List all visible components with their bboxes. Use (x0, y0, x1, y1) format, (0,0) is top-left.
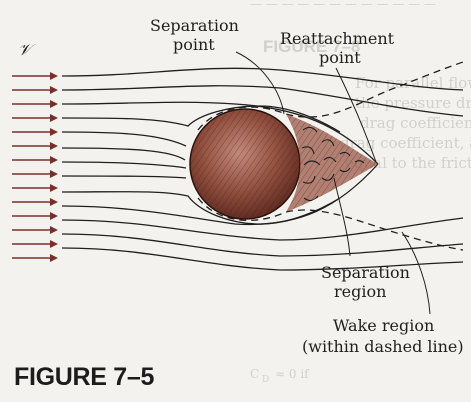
label-wake-region-line-1: Wake region (333, 316, 434, 335)
eddy-8 (321, 173, 335, 181)
streamline-7 (61, 161, 187, 169)
flow-arrow-icon-1 (50, 72, 58, 80)
streamline-13 (61, 247, 464, 271)
svg-text:D: D (262, 375, 269, 385)
free-stream-arrows (12, 72, 58, 262)
streamline-8 (61, 175, 187, 179)
eddy-5 (303, 195, 319, 202)
labels: Separation point Reattachment point Sepa… (150, 16, 464, 356)
flow-arrow-icon-3 (50, 100, 58, 108)
flow-arrow-icon-13 (50, 240, 58, 248)
streamline-1 (61, 67, 464, 91)
wake-hatch (286, 114, 378, 212)
svg-text:≈ 0 if: ≈ 0 if (275, 367, 310, 381)
bleed-through-text: FIGURE 7–8 For parallel flow over a flat… (250, 0, 471, 385)
leader-separation-region (333, 177, 351, 257)
svg-text:— — — — — — — — — — — —: — — — — — — — — — — — — (250, 0, 436, 11)
label-separation-region-line-1: Separation (321, 263, 410, 282)
svg-text:FIGURE 7–8: FIGURE 7–8 (263, 37, 360, 56)
streamline-12 (61, 233, 464, 257)
leader-separation-point (235, 51, 285, 115)
streamline-9 (61, 191, 341, 225)
flow-arrow-icon-5 (50, 128, 58, 136)
cylinder-hatch (190, 109, 300, 219)
flow-arrow-icon-10 (50, 198, 58, 206)
label-separation-line-2: point (173, 35, 215, 54)
streamline-5 (61, 131, 187, 147)
flow-arrow-icon-11 (50, 212, 58, 220)
eddy-10 (339, 167, 351, 173)
svg-text:For parallel flow over a flat: For parallel flow over a flat plate (355, 74, 471, 92)
wake-boundary (197, 61, 464, 251)
flow-arrow-icon-2 (50, 86, 58, 94)
svg-text:drag coefficient is equal to t: drag coefficient is equal to the frictio… (360, 114, 471, 132)
streamline-2 (61, 85, 464, 117)
wake-boundary-lower (197, 197, 464, 251)
eddy-7 (323, 156, 337, 163)
flow-arrow-icon-9 (50, 184, 58, 192)
wake-boundary-upper (197, 61, 464, 131)
label-separation-line-1: Separation (150, 16, 239, 35)
flow-arrow-icon-14 (50, 254, 58, 262)
streamlines (61, 67, 464, 271)
label-reattachment-line-2: point (319, 48, 361, 67)
streamline-10 (61, 163, 379, 226)
label-wake-region-line-2: (within dashed line) (302, 337, 464, 356)
leader-wake-region (401, 231, 431, 315)
streamline-4 (61, 105, 341, 133)
leader-lines (235, 51, 431, 315)
flow-arrow-icon-7 (50, 156, 58, 164)
flow-arrow-icon-12 (50, 226, 58, 234)
flow-arrow-icon-6 (50, 142, 58, 150)
svg-text:C: C (250, 367, 259, 381)
label-separation-region-line-2: region (334, 282, 386, 301)
streamline-6 (61, 147, 186, 161)
svg-text:the pressure drag is zero, and: the pressure drag is zero, and thus the (355, 94, 471, 112)
eddy-11 (354, 160, 365, 164)
eddy-6 (321, 139, 335, 147)
eddy-2 (301, 146, 315, 155)
flow-arrow-icon-4 (50, 114, 58, 122)
eddy-9 (339, 151, 351, 157)
streamline-11 (61, 217, 464, 241)
eddy-3 (303, 160, 321, 166)
leader-reattachment-point (335, 67, 377, 163)
svg-text:drag coefficient, and the drag: drag coefficient, and the drag force is (340, 134, 471, 152)
cylinder (189, 108, 301, 220)
flow-arrow-icon-8 (50, 170, 58, 178)
eddy-1 (302, 126, 318, 133)
streamline-3 (61, 101, 379, 165)
figure-caption: FIGURE 7–5 (14, 363, 154, 391)
label-reattachment-line-1: Reattachment (280, 29, 395, 48)
separation-region-wake (286, 114, 378, 212)
eddy-4 (302, 175, 316, 184)
svg-text:equal to the friction force.: equal to the friction force. (345, 154, 471, 172)
